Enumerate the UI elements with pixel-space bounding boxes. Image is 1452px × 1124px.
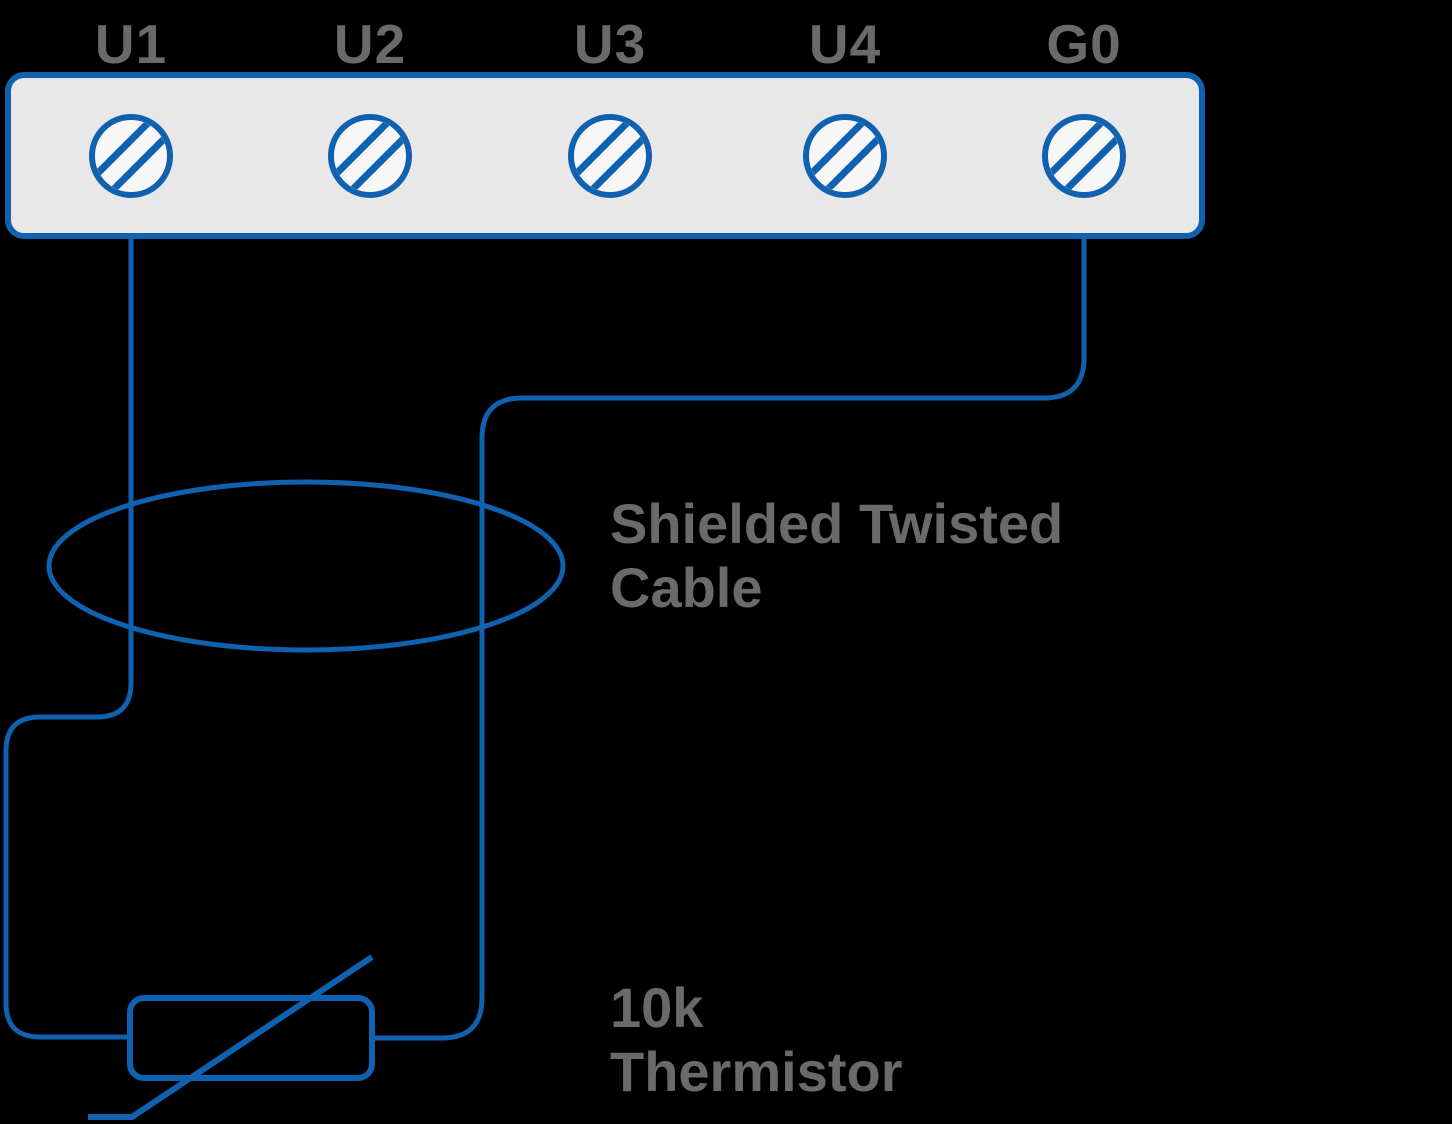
screw-icon [803,114,887,198]
terminal-label-u2: U2 [333,13,407,75]
thermistor-annotation: 10k Thermistor [610,976,903,1105]
screw-terminal-u4 [803,114,887,198]
cable-annotation: Shielded Twisted Cable [610,492,1063,621]
screw-icon [1042,114,1126,198]
cable-annotation-line2: Cable [610,556,763,620]
screw-terminal-u1 [89,114,173,198]
screw-terminal-u3 [568,114,652,198]
thermistor-diagonal [88,954,374,1120]
wire-u1-to-thermistor [3,236,134,1040]
thermistor-annotation-line2: Thermistor [610,1040,903,1104]
screw-icon [568,114,652,198]
terminal-label-u1: U1 [94,13,168,75]
thermistor-annotation-line1: 10k [610,976,704,1039]
wire-g0-to-thermistor [373,236,1087,1041]
terminal-label-u4: U4 [808,13,882,75]
screw-icon [89,114,173,198]
screw-icon [328,114,412,198]
terminal-label-g0: G0 [1046,13,1122,75]
terminal-label-u3: U3 [573,13,647,75]
cable-annotation-line1: Shielded Twisted [610,492,1064,555]
screw-terminal-g0 [1042,114,1126,198]
cable-shield-ellipse [46,479,566,653]
screw-terminal-u2 [328,114,412,198]
thermistor-body [127,995,375,1081]
